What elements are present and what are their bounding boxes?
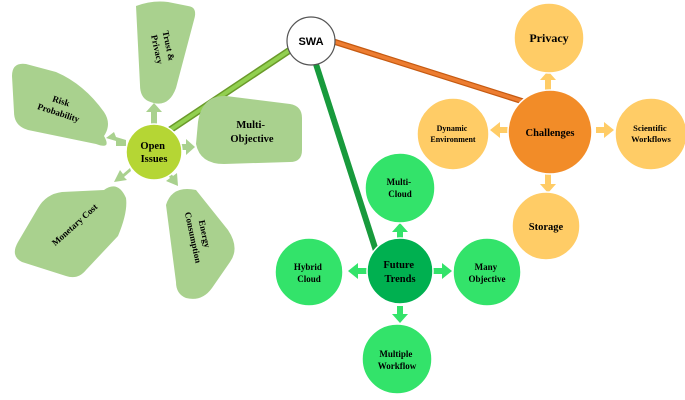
open-issues-center-node (125, 123, 183, 181)
challenges-center-node (507, 89, 593, 175)
swa-hub-node (286, 16, 336, 66)
arrow-trends-down (392, 306, 408, 323)
trends-node-multicloud (364, 152, 436, 224)
link-hub-to-challenges-inner (331, 39, 529, 105)
petal-multi-objective-shape (196, 95, 302, 164)
link-hub-to-open-issues-inner (156, 46, 295, 140)
arrow-open-issues-up (146, 103, 162, 124)
challenges-node-dynamic (416, 97, 490, 171)
swa-hub-label: SWA (298, 36, 323, 48)
petal-energy-consumption: Energy Consumption (166, 189, 235, 299)
arrow-challenges-right (596, 122, 614, 138)
arrow-challenges-down (540, 174, 556, 193)
trends-node-hybrid-label: Hybrid Cloud (294, 262, 324, 284)
trends-node-multiple-workflow-label: Multiple Workflow (378, 349, 417, 371)
petal-risk-probability: Risk Probability (12, 63, 108, 146)
challenges-node-storage (511, 191, 581, 261)
challenges-arrows (490, 71, 614, 193)
future-trends-cluster: Multi- Cloud Hybrid Cloud Many Objective… (274, 152, 522, 395)
petal-trust-privacy: Trust & Privacy (136, 1, 196, 104)
challenges-node-storage-label: Storage (529, 222, 564, 233)
open-issues-center-label: Open Issues (140, 141, 167, 165)
open-issues-cluster: Trust & Privacy Multi- Objective Energy … (12, 1, 302, 299)
petal-monetary-cost-shape (14, 186, 127, 278)
hub-connectors (156, 38, 529, 258)
trends-node-multiple-workflow (361, 323, 433, 395)
trends-node-many-objective (452, 237, 522, 307)
challenges-node-scientific-label: Scientific Workflows (631, 123, 671, 144)
future-trends-center-node (366, 237, 434, 305)
petal-monetary-cost: Monetary Cost (14, 186, 127, 278)
trends-node-multicloud-label: Multi- Cloud (387, 177, 414, 199)
challenges-center-label: Challenges (525, 128, 574, 139)
link-hub-to-future-trends (311, 57, 381, 258)
arrow-open-issues-right (176, 139, 195, 155)
petal-multi-objective-label: Multi- Objective (230, 120, 273, 145)
future-trends-center-label: Future Trends (383, 260, 416, 285)
challenges-cluster: Privacy Dynamic Environment Scientific W… (416, 2, 685, 261)
arrow-challenges-up (540, 71, 556, 90)
petal-risk-probability-shape (12, 63, 108, 146)
challenges-node-scientific (614, 97, 685, 171)
arrow-open-issues-down-left (114, 168, 131, 182)
challenges-node-privacy-label: Privacy (529, 31, 568, 45)
petal-multi-objective: Multi- Objective (196, 95, 302, 164)
open-issues-arrows (106, 103, 195, 186)
trends-node-hybrid (274, 237, 344, 307)
arrow-trends-up (392, 223, 408, 240)
trends-node-many-objective-label: Many Objective (469, 262, 506, 284)
challenges-node-dynamic-label: Dynamic Environment (430, 124, 476, 144)
petal-energy-consumption-shape (166, 189, 235, 299)
future-trends-arrows (348, 223, 452, 323)
petal-trust-privacy-shape (136, 1, 196, 104)
arrow-trends-right (432, 263, 452, 279)
swa-hub: SWA (286, 16, 336, 66)
arrow-open-issues-left (106, 132, 126, 146)
arrow-challenges-left (490, 122, 508, 138)
challenges-node-privacy (513, 2, 585, 74)
arrow-trends-left (348, 263, 368, 279)
